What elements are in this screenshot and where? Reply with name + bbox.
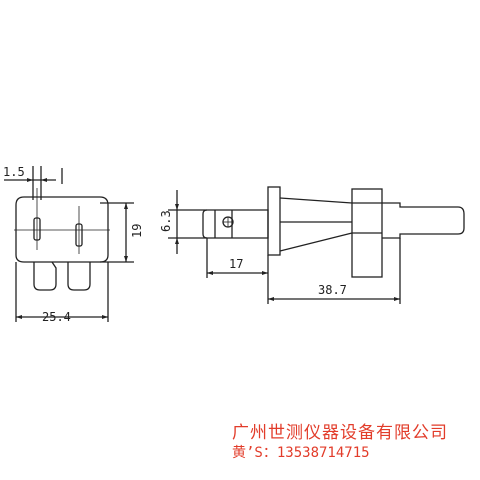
plug-body-outline: [15, 196, 109, 263]
contact-watermark: 黄’S：13538714715: [232, 445, 370, 461]
pin: [202, 209, 269, 239]
flange: [267, 186, 281, 256]
dim-label-1-5: 1.5: [3, 165, 25, 179]
leg-right: [67, 262, 91, 291]
leg-left: [33, 261, 57, 291]
dim-label-25-4: 25.4: [42, 310, 71, 324]
dim-label-6-3: 6.3: [159, 210, 173, 232]
dim-label-38-7: 38.7: [318, 283, 347, 297]
dim-label-19: 19: [130, 224, 144, 238]
side-view: [168, 186, 465, 304]
tapered-body: [279, 197, 353, 252]
cable: [382, 202, 465, 239]
dim-label-17: 17: [229, 257, 243, 271]
arrowheads: [16, 178, 400, 319]
front-view: [4, 166, 134, 322]
company-watermark: 广州世测仪器设备有限公司: [232, 423, 448, 443]
